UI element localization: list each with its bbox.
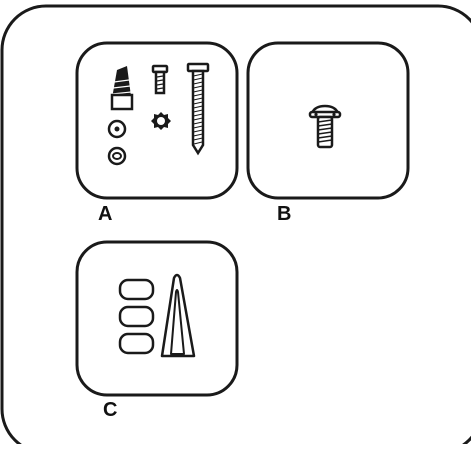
panel-c-label: C — [103, 399, 118, 421]
ceiling-bumper-pads-icon — [118, 278, 155, 355]
hanger-clip-icon — [160, 273, 196, 358]
long-screw-icon — [186, 62, 210, 156]
panel-a-label: A — [98, 203, 113, 225]
panel-c-box — [75, 240, 239, 397]
star-washer-icon — [151, 112, 171, 130]
mounting-screw-icon — [308, 104, 342, 149]
panel-a-box — [75, 41, 239, 200]
panel-c — [75, 240, 239, 397]
washer-icon — [107, 146, 127, 166]
washer-icon — [107, 119, 127, 139]
panel-a — [75, 41, 239, 200]
panel-b — [246, 41, 410, 200]
panel-b-box — [246, 41, 410, 200]
outer-frame — [0, 4, 471, 449]
panel-b-label: B — [277, 203, 292, 225]
short-screw-icon — [151, 64, 169, 95]
wire-nut-icon — [110, 66, 134, 111]
